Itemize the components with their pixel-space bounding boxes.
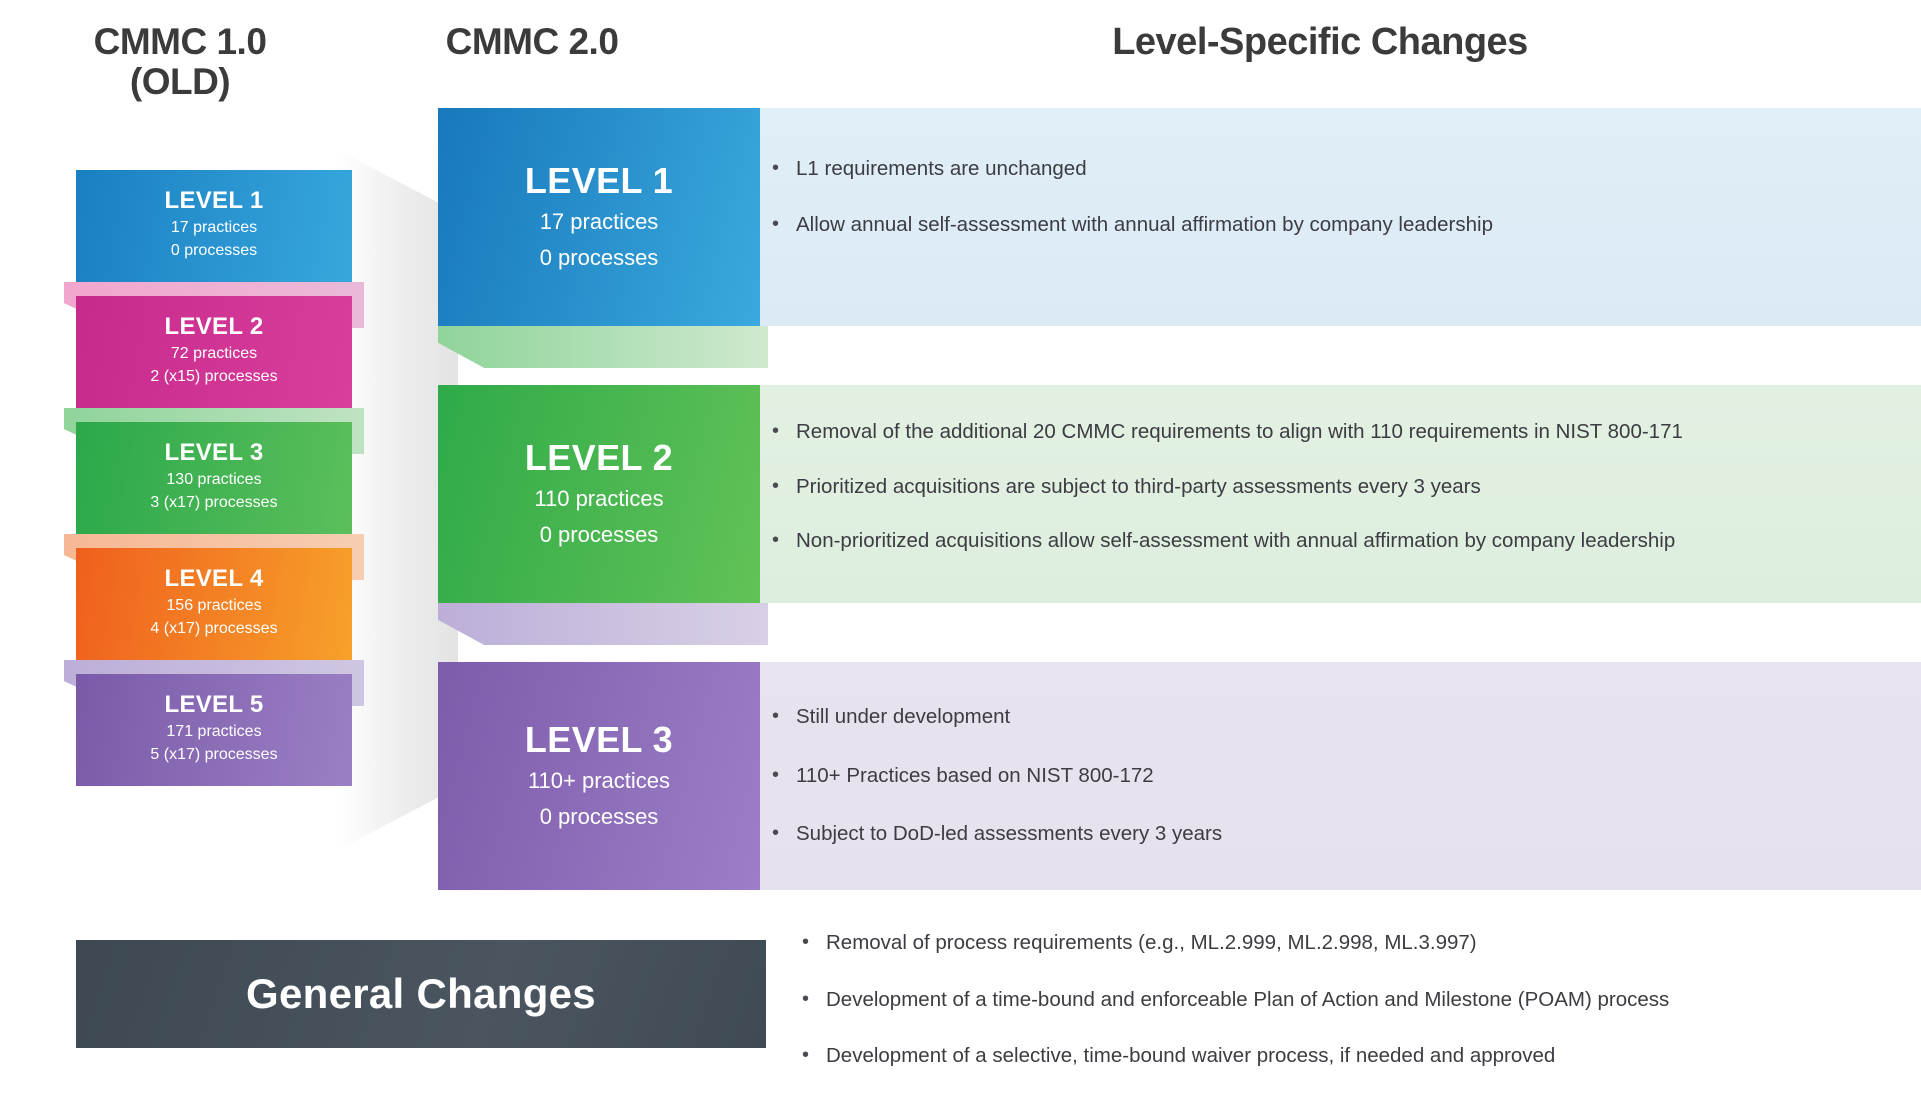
general-changes-title: General Changes: [246, 970, 596, 1017]
cmmc-1-level-3-practices: 130 practices: [166, 471, 262, 488]
cmmc-2-level-1-processes: 0 processes: [539, 245, 659, 270]
cmmc-1-level-4-title: LEVEL 4: [164, 565, 264, 592]
cmmc-2-level-2-practices: 110 practices: [534, 486, 664, 512]
cmmc-1-level-3-card: LEVEL 3 130 practices 3 (x17) processes: [76, 422, 352, 534]
cmmc-2-level-3-practices: 110+ practices: [527, 768, 671, 794]
cmmc-2-level-1-changes-panel: L1 requirements are unchanged Allow annu…: [760, 108, 1921, 326]
list-item: L1 requirements are unchanged: [760, 155, 1921, 183]
column-heading-cmmc-1: CMMC 1.0 (OLD): [60, 22, 300, 102]
cmmc-2-level-1-title: LEVEL 1: [524, 160, 674, 202]
cmmc-2-level-3-changes-list: Still under development 110+ Practices b…: [760, 703, 1921, 848]
cmmc-2-level-1-practices: 17 practices: [539, 209, 659, 235]
cmmc-1-level-1-title: LEVEL 1: [164, 187, 264, 214]
cmmc-2-level-1-changes-list: L1 requirements are unchanged Allow annu…: [760, 155, 1921, 239]
cmmc-1-level-2-practices: 72 practices: [170, 345, 258, 362]
column-heading-cmmc-1-line2: (OLD): [129, 60, 231, 102]
list-item: Prioritized acquisitions are subject to …: [760, 473, 1921, 501]
cmmc-1-level-1-processes: 0 processes: [170, 242, 258, 260]
cmmc-2-level-3-processes: 0 processes: [539, 804, 659, 829]
cmmc-1-level-5-processes: 5 (x17) processes: [150, 746, 278, 764]
cmmc-1-level-4-practices: 156 practices: [166, 597, 262, 614]
cmmc-2-level-2-changes-panel: Removal of the additional 20 CMMC requir…: [760, 385, 1921, 603]
list-item: Non-prioritized acquisitions allow self-…: [760, 527, 1921, 555]
general-changes-banner: General Changes: [76, 940, 766, 1048]
cmmc-1-level-2-processes: 2 (x15) processes: [150, 368, 278, 386]
cmmc-2-level-3-badge: LEVEL 3 110+ practices 0 processes: [438, 662, 760, 890]
list-item: Still under development: [760, 703, 1921, 731]
cmmc-2-level-3-changes-panel: Still under development 110+ Practices b…: [760, 662, 1921, 890]
cmmc-1-level-list: LEVEL 1 17 practices 0 processes LEVEL 2…: [64, 170, 364, 800]
list-item: Removal of process requirements (e.g., M…: [790, 929, 1880, 957]
cmmc-1-level-3-title: LEVEL 3: [164, 439, 264, 466]
cmmc-1-level-3-processes: 3 (x17) processes: [150, 494, 278, 512]
cmmc-2-level-1-badge: LEVEL 1 17 practices 0 processes: [438, 108, 760, 326]
list-item: Removal of the additional 20 CMMC requir…: [760, 418, 1921, 446]
column-heading-cmmc-1-line1: CMMC 1.0: [93, 21, 267, 62]
list-item: 110+ Practices based on NIST 800-172: [760, 762, 1921, 790]
general-changes-list: Removal of process requirements (e.g., M…: [790, 929, 1880, 1100]
cmmc-1-level-5-card: LEVEL 5 171 practices 5 (x17) processes: [76, 674, 352, 786]
cmmc-2-level-2-title: LEVEL 2: [524, 437, 674, 479]
list-item: Subject to DoD-led assessments every 3 y…: [760, 820, 1921, 848]
cmmc-2-level-2-processes: 0 processes: [539, 522, 659, 547]
cmmc-1-level-4-processes: 4 (x17) processes: [150, 620, 278, 638]
list-item: Development of a time-bound and enforcea…: [790, 986, 1880, 1014]
list-item: Allow annual self-assessment with annual…: [760, 211, 1921, 239]
cmmc-1-level-1-practices: 17 practices: [170, 219, 258, 236]
cmmc-1-level-2-title: LEVEL 2: [164, 313, 264, 340]
cmmc-1-level-5-practices: 171 practices: [166, 723, 262, 740]
cmmc-1-level-2-card: LEVEL 2 72 practices 2 (x15) processes: [76, 296, 352, 408]
cmmc-1-level-5-title: LEVEL 5: [164, 691, 264, 718]
column-heading-level-specific-changes: Level-Specific Changes: [1112, 21, 1528, 63]
cmmc-2-level-3-title: LEVEL 3: [524, 719, 674, 761]
cmmc-1-level-4-card: LEVEL 4 156 practices 4 (x17) processes: [76, 548, 352, 660]
cmmc-2-level-2-changes-list: Removal of the additional 20 CMMC requir…: [760, 418, 1921, 555]
cmmc-2-level-2-badge: LEVEL 2 110 practices 0 processes: [438, 385, 760, 603]
row-connector-ribbon-green: [438, 326, 768, 368]
column-heading-cmmc-2: CMMC 2.0: [445, 21, 619, 62]
list-item: Development of a selective, time-bound w…: [790, 1042, 1880, 1070]
cmmc-1-level-1-card: LEVEL 1 17 practices 0 processes: [76, 170, 352, 282]
row-connector-ribbon-purple: [438, 603, 768, 645]
